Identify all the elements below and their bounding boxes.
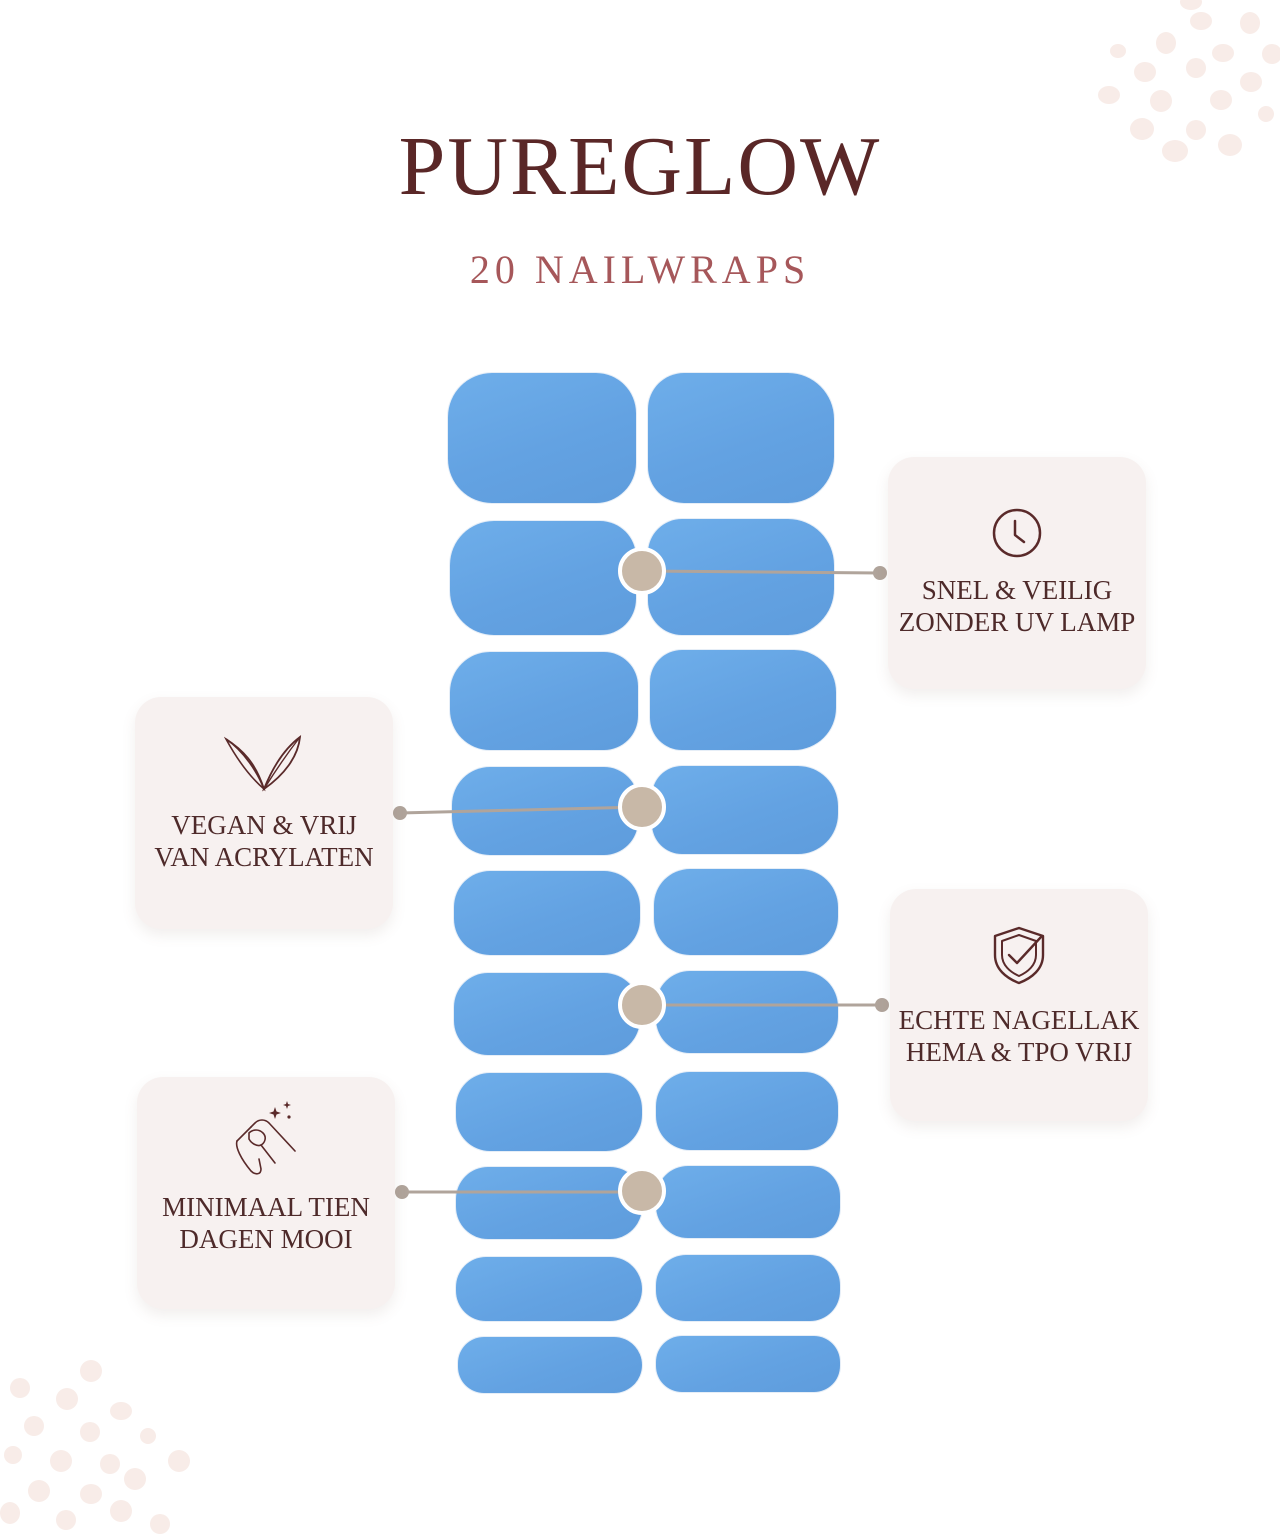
feature-line-2: ZONDER UV LAMP <box>898 607 1136 637</box>
connector-uv-lamp <box>618 547 887 595</box>
feature-card-uv-lamp: SNEL & VEILIG ZONDER UV LAMP <box>888 457 1146 689</box>
feature-card-vegan: VEGAN & VRIJ VAN ACRYLATEN <box>135 697 393 929</box>
nail-wrap <box>454 973 640 1055</box>
nail-wrap <box>454 871 640 955</box>
feature-card-nagellak: ECHTE NAGELLAK HEMA & TPO VRIJ <box>890 889 1148 1121</box>
nail-wrap <box>654 869 838 955</box>
nail-wrap <box>650 650 836 750</box>
nail-wrap <box>656 1166 840 1238</box>
feature-line-2: DAGEN MOOI <box>179 1224 353 1254</box>
shield-check-icon <box>890 925 1148 991</box>
nail-wrap <box>456 1257 642 1321</box>
nail-wrap <box>652 766 838 854</box>
product-subtitle: 20 NAILWRAPS <box>469 247 811 292</box>
feature-line-2: HEMA & TPO VRIJ <box>905 1037 1133 1067</box>
connector-vegan <box>393 783 666 831</box>
decorative-dots-top-right <box>1090 0 1280 170</box>
clock-icon <box>888 507 1146 573</box>
feature-label: SNEL & VEILIG ZONDER UV LAMP <box>888 574 1146 638</box>
feature-line-1: MINIMAAL TIEN <box>162 1192 370 1222</box>
brand-title: PUREGLOW <box>398 120 882 213</box>
sparkle-nail-icon <box>137 1099 395 1179</box>
nail-wrap <box>648 373 834 503</box>
nail-wrap <box>456 1167 642 1239</box>
feature-line-1: VEGAN & VRIJ <box>171 810 357 840</box>
nail-wrap <box>656 1072 838 1150</box>
nail-wrap <box>456 1073 642 1151</box>
feature-line-1: SNEL & VEILIG <box>921 575 1113 605</box>
leaf-icon <box>135 733 393 799</box>
nail-wrap <box>458 1337 642 1393</box>
connector-tien-dagen <box>395 1167 666 1215</box>
nail-wrap <box>656 1336 840 1392</box>
feature-label: VEGAN & VRIJ VAN ACRYLATEN <box>135 809 393 873</box>
feature-line-2: VAN ACRYLATEN <box>154 842 374 872</box>
nail-wrap <box>450 521 636 635</box>
feature-line-1: ECHTE NAGELLAK <box>898 1005 1140 1035</box>
nail-wrap <box>648 519 834 635</box>
feature-label: MINIMAAL TIEN DAGEN MOOI <box>137 1191 395 1255</box>
decorative-dots-bottom-left <box>0 1350 200 1536</box>
nail-wrap <box>656 971 838 1053</box>
feature-card-tien-dagen: MINIMAAL TIEN DAGEN MOOI <box>137 1077 395 1309</box>
nail-wrap <box>656 1255 840 1321</box>
nail-wrap <box>448 373 636 503</box>
feature-label: ECHTE NAGELLAK HEMA & TPO VRIJ <box>890 1004 1148 1068</box>
nail-wrap <box>450 652 638 750</box>
connector-nagellak <box>618 981 889 1029</box>
